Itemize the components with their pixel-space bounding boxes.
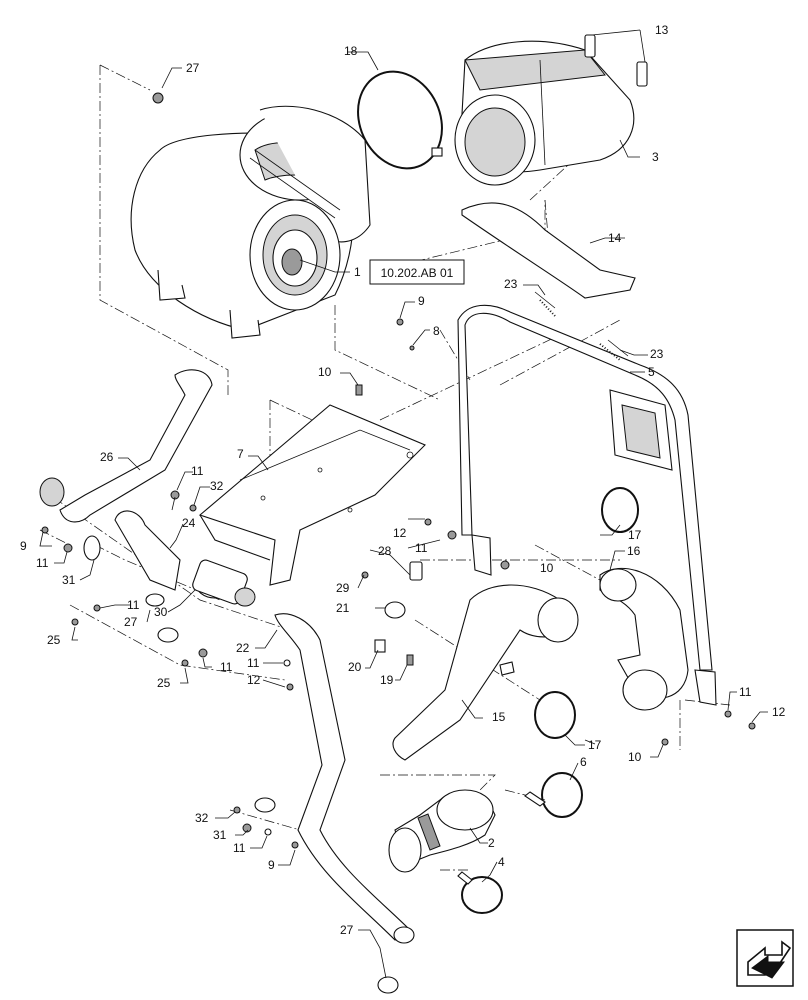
callout-3: 3 [652,150,659,164]
callout-14: 14 [608,231,622,245]
callout-11: 11 [233,841,246,855]
callout-27: 27 [124,615,138,629]
hardware-small [41,92,756,994]
pad-upper [584,34,596,58]
callout-11: 11 [739,685,752,699]
callout-30: 30 [154,605,168,619]
callout-10: 10 [540,561,554,575]
deflector-plate [461,202,636,299]
callout-12: 12 [393,526,407,540]
callout-11: 11 [36,556,49,570]
callout-17: 17 [588,738,602,752]
clamp-17-lower [534,691,576,739]
callout-13: 13 [655,23,669,37]
callout-9: 9 [268,858,275,872]
callout-11: 11 [415,541,428,555]
clamp-4 [461,876,503,914]
callout-9: 9 [20,539,27,553]
callout-11: 11 [191,464,204,478]
callout-8: 8 [433,324,440,338]
callout-31: 31 [213,828,227,842]
callout-32: 32 [210,479,224,493]
callout-11: 11 [247,656,260,670]
callout-23: 23 [504,277,518,291]
callout-19: 19 [380,673,394,687]
hose-end-left [39,477,65,507]
leader-lines [39,29,768,979]
callout-20: 20 [348,660,362,674]
callout-25: 25 [157,676,171,690]
u-bolt-upper [534,291,556,317]
arrow-navigation-icon[interactable] [736,929,794,987]
pre-cleaner-hood [454,40,635,186]
long-tube [274,613,411,941]
clamp-6 [541,772,583,818]
callout-28: 28 [378,544,392,558]
callout-11: 11 [220,660,233,674]
callout-25: 25 [47,633,61,647]
clamp-ring [357,70,443,170]
callout-2: 2 [488,836,495,850]
callout-31: 31 [62,573,76,587]
callout-17: 17 [628,528,642,542]
bolt-10-top [355,384,363,396]
callout-16: 16 [627,544,641,558]
callouts: 27 18 13 3 14 1 23 9 8 23 10 5 7 26 11 3… [20,23,786,937]
pad-lower [636,61,648,87]
reference-box-text: 10.202.AB 01 [381,266,454,280]
callout-23: 23 [650,347,664,361]
callout-27: 27 [340,923,354,937]
callout-6: 6 [580,755,587,769]
callout-9: 9 [418,294,425,308]
support-frame [457,304,717,706]
u-bolt-lower [599,339,629,361]
bracket-plate [114,510,181,591]
callout-22: 22 [236,641,250,655]
callout-27: 27 [186,61,200,75]
callout-7: 7 [237,447,244,461]
callout-24: 24 [182,516,196,530]
callout-18: 18 [344,44,358,58]
callout-4: 4 [498,855,505,869]
valve-unit [192,559,256,607]
callout-26: 26 [100,450,114,464]
hose-upper-left [59,369,213,523]
callout-29: 29 [336,581,350,595]
callout-32: 32 [195,811,209,825]
callout-11: 11 [127,598,140,612]
rubber-elbow [388,789,496,873]
clamp-17-upper [601,487,639,533]
callout-12: 12 [772,705,786,719]
ring-latch [431,147,443,157]
callout-1: 1 [354,265,361,279]
mounting-bracket [198,404,426,586]
callout-10: 10 [318,365,332,379]
callout-10: 10 [628,750,642,764]
reference-box[interactable]: 10.202.AB 01 [369,259,465,285]
callout-15: 15 [492,710,506,724]
callout-5: 5 [648,365,655,379]
air-cleaner-assembly [130,105,371,339]
callout-21: 21 [336,601,350,615]
callout-12: 12 [247,673,261,687]
